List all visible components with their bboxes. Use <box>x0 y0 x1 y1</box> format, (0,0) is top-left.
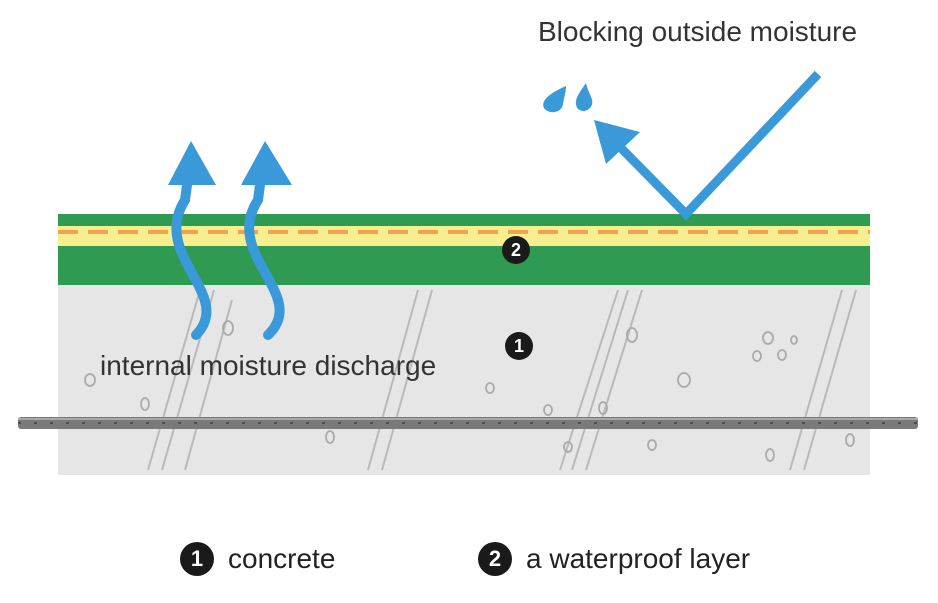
reflected-arrow-head <box>594 120 640 164</box>
legend-text: a waterproof layer <box>526 543 751 574</box>
concrete-aggregate <box>84 320 855 462</box>
outside-moisture-arrow <box>543 70 822 221</box>
reflected-arrow-line <box>616 70 822 221</box>
concrete-crack-lines <box>147 289 857 471</box>
rebar <box>18 417 918 429</box>
wavy-arrow-2-head <box>241 141 292 185</box>
legend-item-waterproof-layer: 2 a waterproof layer <box>478 542 750 576</box>
wavy-arrow-2 <box>244 180 285 340</box>
wavy-arrow-1 <box>171 180 212 340</box>
legend-item-concrete: 1 concrete <box>180 542 335 576</box>
concrete-marker: 1 <box>505 332 533 360</box>
internal-moisture-label: internal moisture discharge <box>100 350 437 381</box>
water-droplet-1 <box>543 86 566 113</box>
waterproof-layer-top <box>58 214 870 226</box>
outside-moisture-label: Blocking outside moisture <box>538 16 858 47</box>
legend-number: 1 <box>180 542 214 576</box>
wavy-arrow-1-head <box>168 141 216 185</box>
legend-number: 2 <box>478 542 512 576</box>
layer-marker: 2 <box>502 236 530 264</box>
internal-moisture-arrows <box>168 141 292 340</box>
water-droplet-2 <box>575 83 593 111</box>
legend-text: concrete <box>228 543 336 574</box>
